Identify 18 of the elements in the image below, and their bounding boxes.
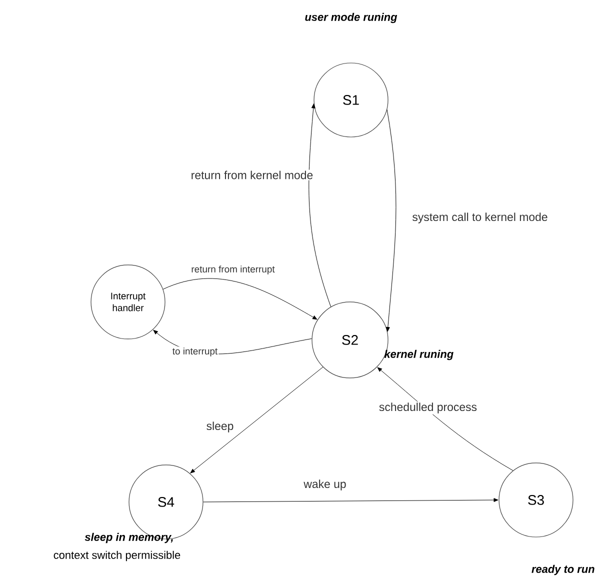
edge-label: to interrupt — [171, 346, 219, 358]
edge-label: wake up — [302, 478, 348, 492]
state-caption: kernel runing — [384, 350, 454, 360]
arrow — [308, 104, 332, 308]
state-caption: context switch permissible — [54, 550, 180, 562]
state-caption: sleep in memory, — [84, 532, 173, 544]
edge-label: return from interrupt — [190, 264, 276, 276]
edge-label: return from kernel mode — [190, 170, 314, 180]
edge-label: schedulled process — [378, 402, 478, 414]
arrow — [162, 278, 318, 320]
state-caption: user mode runing — [305, 12, 398, 24]
arrow — [386, 109, 396, 332]
arrow — [377, 367, 514, 471]
arrow — [203, 498, 498, 502]
edge-label: sleep — [205, 420, 235, 434]
arrow — [190, 366, 324, 474]
state-caption: ready to run — [532, 564, 594, 576]
edge-label: system call to kernel mode — [411, 212, 549, 224]
